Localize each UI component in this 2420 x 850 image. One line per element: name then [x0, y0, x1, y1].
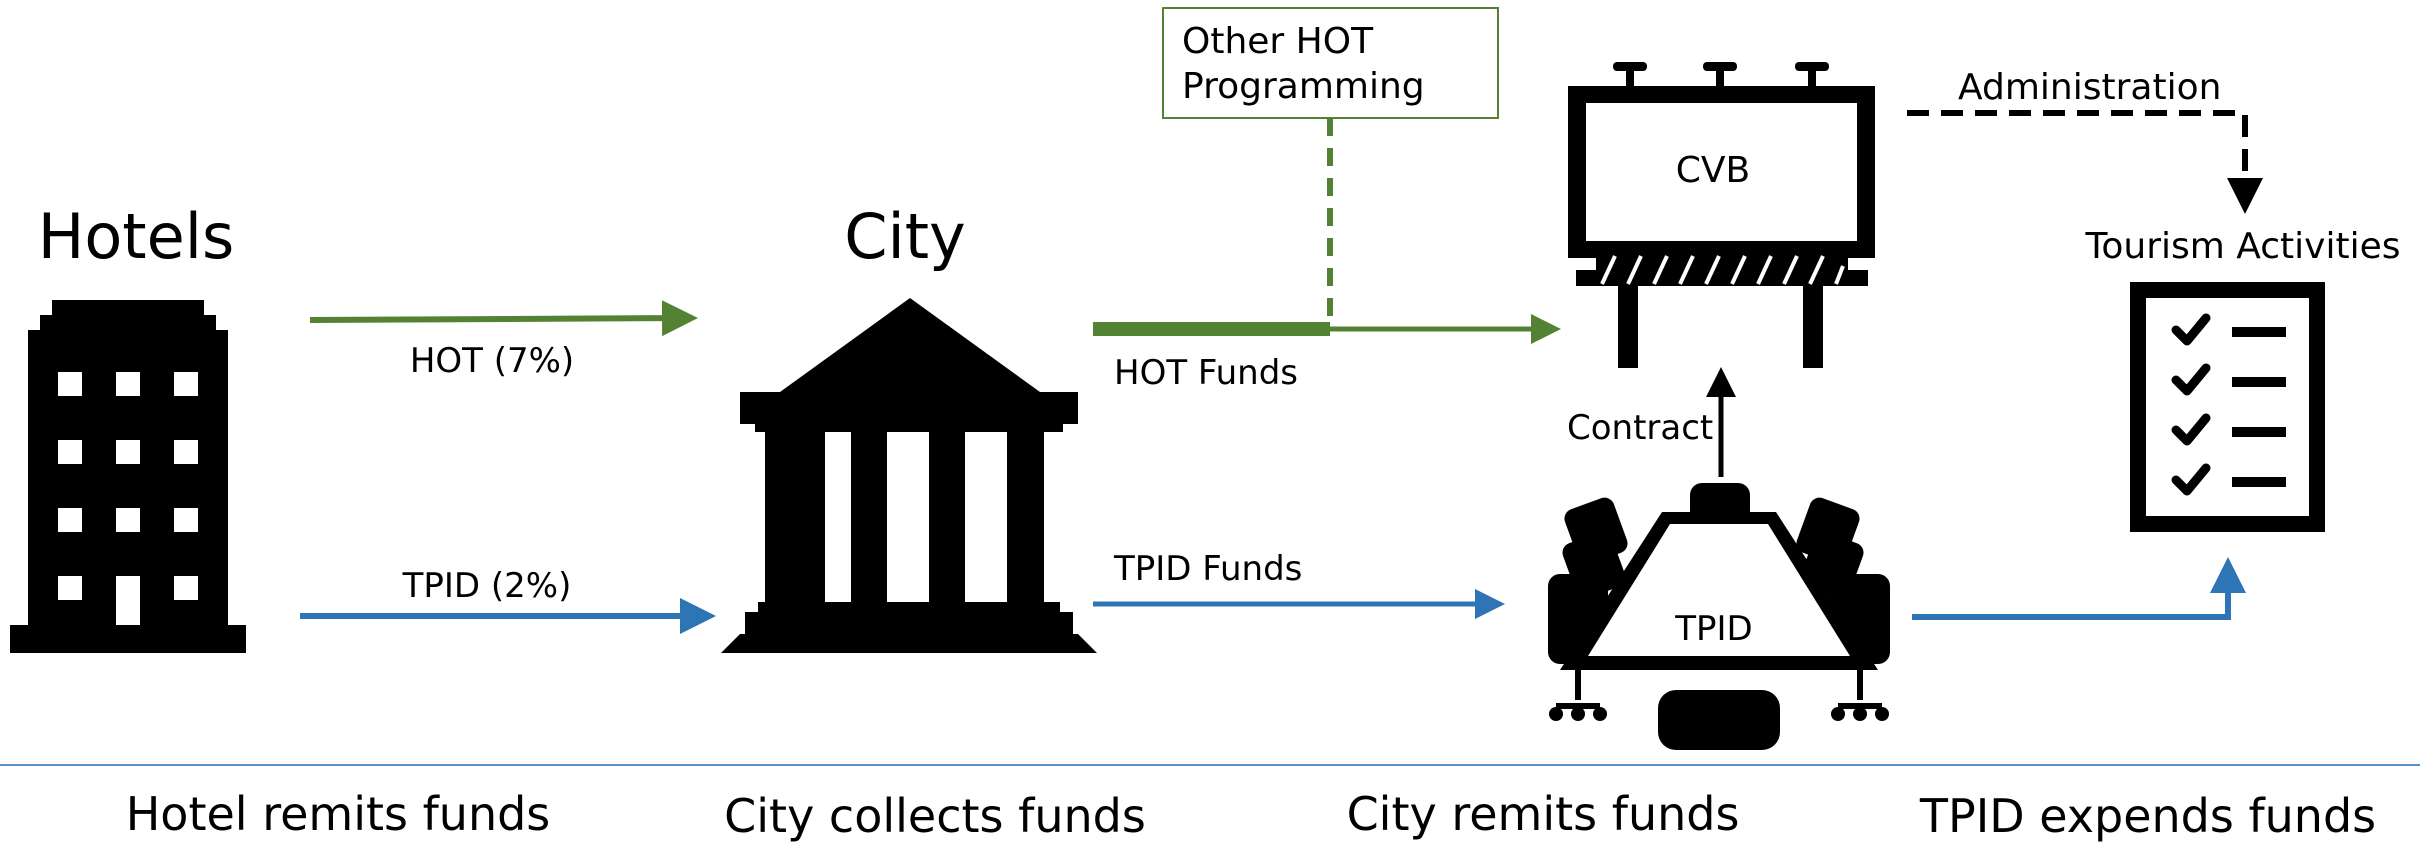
checklist-icon	[2130, 282, 2325, 532]
hotel-building-icon	[10, 300, 246, 653]
step-tpid-expends: TPID expends funds	[1919, 789, 2376, 843]
tpid-label: TPID	[1674, 609, 1752, 649]
cvb-label: CVB	[1676, 150, 1750, 191]
administration-label: Administration	[1958, 67, 2221, 108]
tpid-assessment-label: TPID (2%)	[402, 566, 572, 606]
tpid-funds-label: TPID Funds	[1113, 549, 1302, 589]
city-title: City	[844, 200, 966, 273]
city-hall-icon	[721, 298, 1097, 653]
hot-funds-label: HOT Funds	[1114, 353, 1298, 393]
hot-tax-arrow	[309, 300, 698, 337]
step-city-collects: City collects funds	[724, 789, 1146, 843]
hotels-title: Hotels	[38, 200, 235, 273]
conference-table-icon	[1548, 483, 1890, 750]
tourism-expend-arrow	[1912, 557, 2246, 620]
hot-tax-label: HOT (7%)	[410, 341, 574, 381]
tourism-activities-title: Tourism Activities	[2084, 226, 2400, 267]
step-hotel-remits: Hotel remits funds	[126, 787, 551, 841]
billboard-icon	[1568, 62, 1875, 368]
other-hot-programming-label: Other HOT Programming	[1182, 21, 1425, 107]
other-hot-line1: Other HOT	[1182, 21, 1374, 62]
other-hot-line2: Programming	[1182, 66, 1425, 107]
contract-label: Contract	[1567, 408, 1713, 448]
administration-arrow	[1907, 110, 2263, 214]
step-city-remits: City remits funds	[1347, 787, 1740, 841]
